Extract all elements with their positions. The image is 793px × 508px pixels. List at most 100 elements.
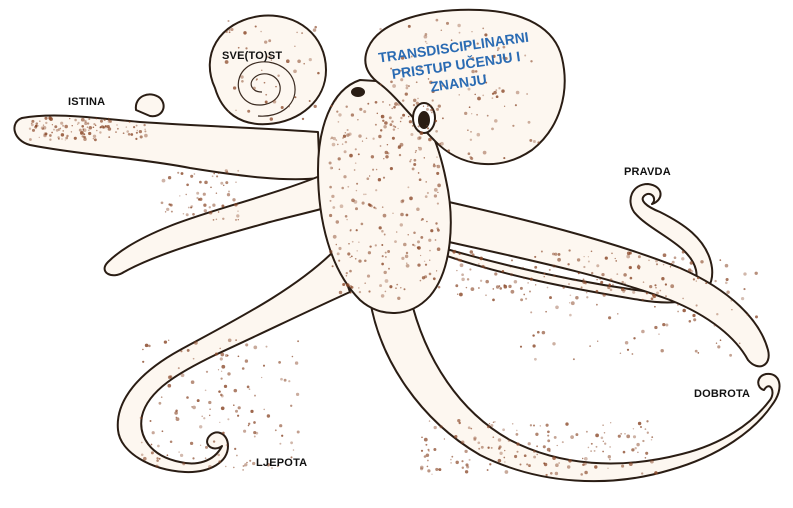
- skin-spot: [581, 286, 583, 288]
- skin-spot: [371, 155, 374, 158]
- skin-spot: [124, 120, 126, 122]
- skin-spot: [53, 129, 55, 131]
- skin-spot: [478, 287, 480, 289]
- skin-spot: [492, 288, 494, 290]
- skin-spot: [514, 455, 517, 458]
- skin-spot: [420, 255, 421, 256]
- skin-spot: [638, 264, 640, 266]
- skin-spot: [261, 70, 262, 71]
- skin-spot: [260, 31, 262, 33]
- skin-spot: [89, 126, 93, 130]
- skin-spot: [368, 251, 371, 254]
- skin-spot: [528, 121, 531, 124]
- skin-spot: [502, 428, 505, 431]
- skin-spot: [264, 82, 266, 84]
- skin-spot: [157, 445, 160, 448]
- skin-spot: [534, 256, 536, 258]
- skin-spot: [424, 438, 428, 442]
- skin-spot: [342, 283, 345, 286]
- skin-spot: [431, 112, 432, 113]
- skin-spot: [549, 450, 551, 452]
- skin-spot: [653, 295, 657, 299]
- skin-spot: [624, 433, 626, 435]
- skin-spot: [286, 59, 290, 63]
- skin-spot: [39, 137, 40, 138]
- skin-spot: [245, 359, 248, 362]
- skin-spot: [358, 134, 361, 137]
- skin-spot: [629, 252, 632, 255]
- skin-spot: [215, 353, 218, 356]
- skin-spot: [267, 414, 270, 417]
- skin-spot: [580, 473, 583, 476]
- skin-spot: [396, 231, 398, 233]
- skin-spot: [350, 292, 352, 294]
- skin-spot: [610, 422, 611, 423]
- skin-spot: [482, 94, 484, 96]
- skin-spot: [265, 101, 268, 104]
- skin-spot: [533, 456, 536, 459]
- skin-spot: [348, 243, 350, 245]
- skin-spot: [297, 340, 299, 342]
- skin-spot: [61, 133, 64, 136]
- skin-spot: [226, 171, 228, 173]
- skin-spot: [516, 442, 519, 445]
- skin-spot: [137, 130, 138, 131]
- coil-istina: [136, 94, 164, 116]
- skin-spot: [383, 125, 387, 129]
- skin-spot: [392, 213, 393, 214]
- skin-spot: [181, 373, 185, 377]
- skin-spot: [729, 354, 732, 357]
- skin-spot: [314, 105, 317, 108]
- skin-spot: [458, 259, 461, 262]
- skin-spot: [294, 46, 295, 47]
- skin-spot: [408, 25, 411, 28]
- skin-spot: [638, 255, 641, 258]
- skin-spot: [420, 280, 422, 282]
- skin-spot: [275, 86, 277, 88]
- skin-spot: [69, 118, 70, 119]
- skin-spot: [41, 126, 44, 129]
- skin-spot: [451, 456, 453, 458]
- skin-spot: [99, 131, 101, 133]
- skin-spot: [568, 459, 572, 463]
- skin-spot: [407, 186, 409, 188]
- skin-spot: [375, 189, 377, 191]
- skin-spot: [434, 188, 438, 192]
- skin-spot: [471, 31, 472, 32]
- skin-spot: [420, 467, 423, 470]
- skin-spot: [240, 75, 243, 78]
- skin-spot: [600, 281, 603, 284]
- skin-spot: [429, 260, 430, 261]
- skin-spot: [420, 131, 424, 135]
- skin-spot: [228, 111, 229, 112]
- skin-spot: [350, 257, 351, 258]
- skin-spot: [562, 286, 564, 288]
- skin-spot: [141, 442, 143, 444]
- skin-spot: [755, 272, 758, 275]
- skin-spot: [317, 72, 320, 75]
- skin-spot: [354, 169, 356, 171]
- skin-spot: [477, 97, 481, 101]
- skin-spot: [145, 344, 149, 348]
- skin-spot: [570, 435, 574, 439]
- skin-spot: [555, 305, 559, 309]
- skin-spot: [389, 104, 391, 106]
- skin-spot: [681, 257, 684, 260]
- skin-spot: [530, 311, 532, 313]
- skin-spot: [410, 133, 413, 136]
- skin-spot: [505, 470, 509, 474]
- skin-spot: [444, 438, 445, 439]
- skin-spot: [586, 292, 588, 294]
- skin-spot: [493, 422, 495, 424]
- skin-spot: [567, 263, 569, 265]
- skin-spot: [351, 198, 355, 202]
- skin-spot: [31, 120, 34, 123]
- skin-spot: [437, 192, 438, 193]
- skin-spot: [206, 371, 208, 373]
- skin-spot: [501, 89, 504, 92]
- skin-spot: [621, 288, 624, 291]
- skin-spot: [530, 424, 532, 426]
- skin-spot: [620, 352, 622, 354]
- skin-spot: [637, 452, 638, 453]
- skin-spot: [568, 249, 570, 251]
